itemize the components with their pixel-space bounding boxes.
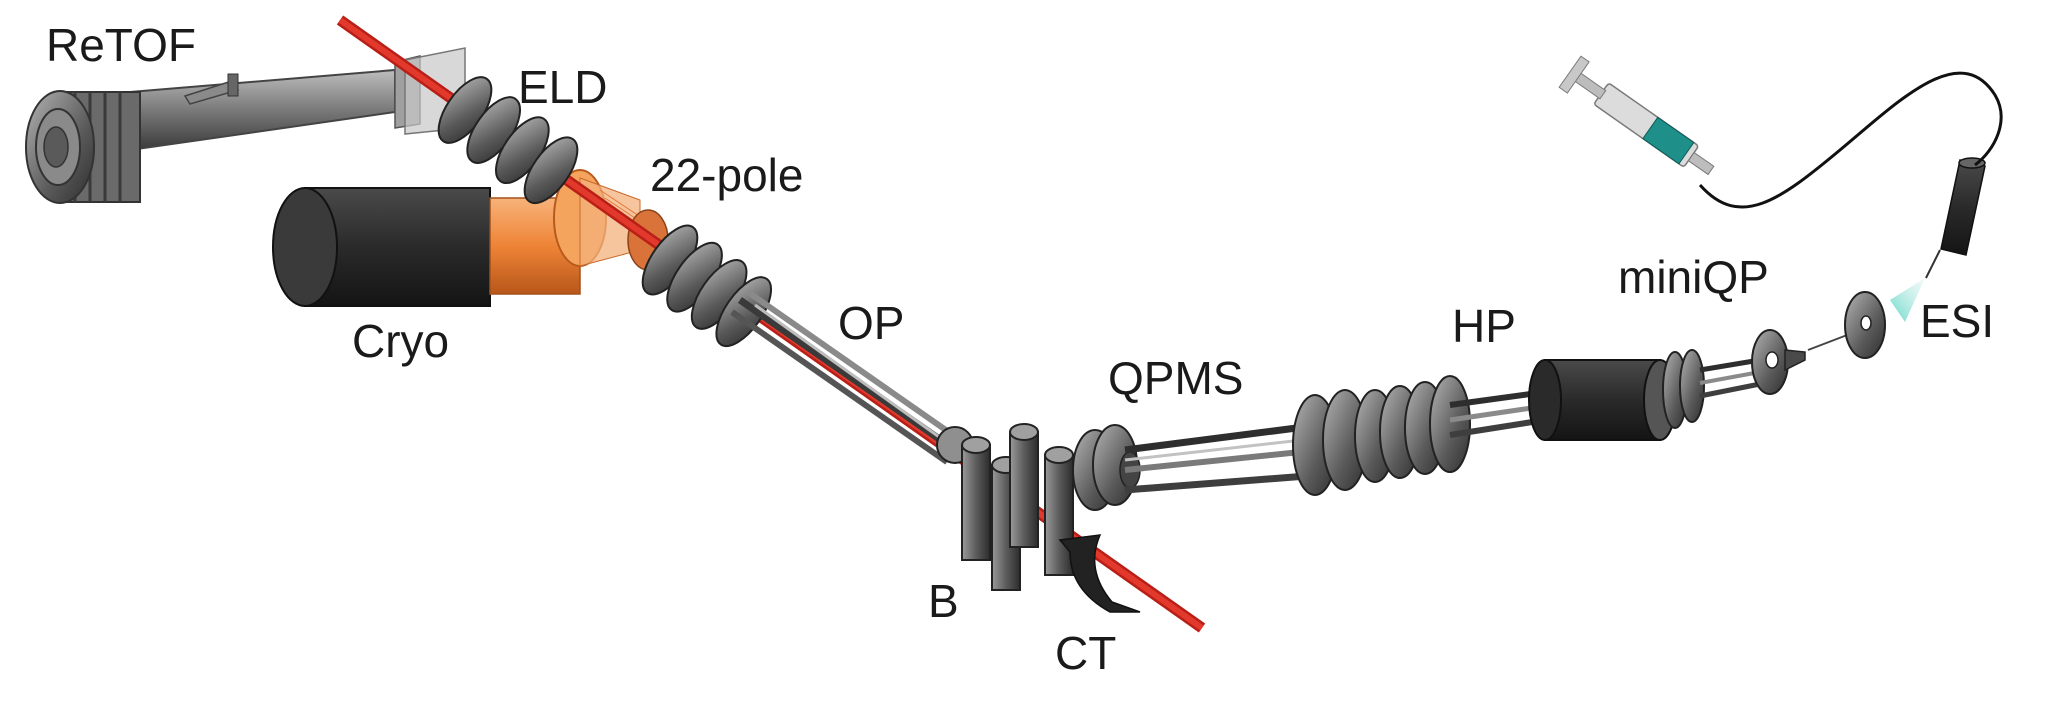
octopole-rods — [730, 289, 965, 465]
syringe — [1558, 55, 1715, 176]
bender-posts — [936, 423, 1074, 591]
label-op: OP — [838, 297, 905, 349]
cryo-cold-head — [272, 169, 681, 307]
miniqp-cylinder — [1528, 349, 1705, 441]
label-esi: ESI — [1920, 295, 1995, 347]
esi-skimmer — [1844, 291, 1886, 359]
pole22-ring-stack — [641, 224, 772, 347]
channeltron-detector — [1058, 534, 1141, 613]
eld-ring-stack — [437, 76, 579, 205]
retof-detector — [25, 90, 141, 204]
label-hp: HP — [1452, 300, 1516, 352]
label-b: B — [928, 575, 959, 627]
esi-spray-plume — [1890, 278, 1925, 322]
label-22-pole: 22-pole — [650, 149, 804, 201]
esi-needle — [1925, 157, 1986, 279]
label-qpms: QPMS — [1108, 352, 1244, 404]
hexapole-ring-stack — [1292, 375, 1471, 496]
label-miniqp: miniQP — [1618, 251, 1769, 303]
label-retof: ReTOF — [46, 19, 196, 71]
label-ct: CT — [1055, 627, 1117, 679]
inlet-funnel — [1751, 329, 1856, 395]
capillary-tubing — [1698, 71, 2003, 209]
label-cryo: Cryo — [352, 315, 450, 367]
qpms-rods — [1124, 421, 1321, 494]
label-eld: ELD — [518, 61, 608, 113]
miniqp-rods — [1699, 357, 1761, 399]
